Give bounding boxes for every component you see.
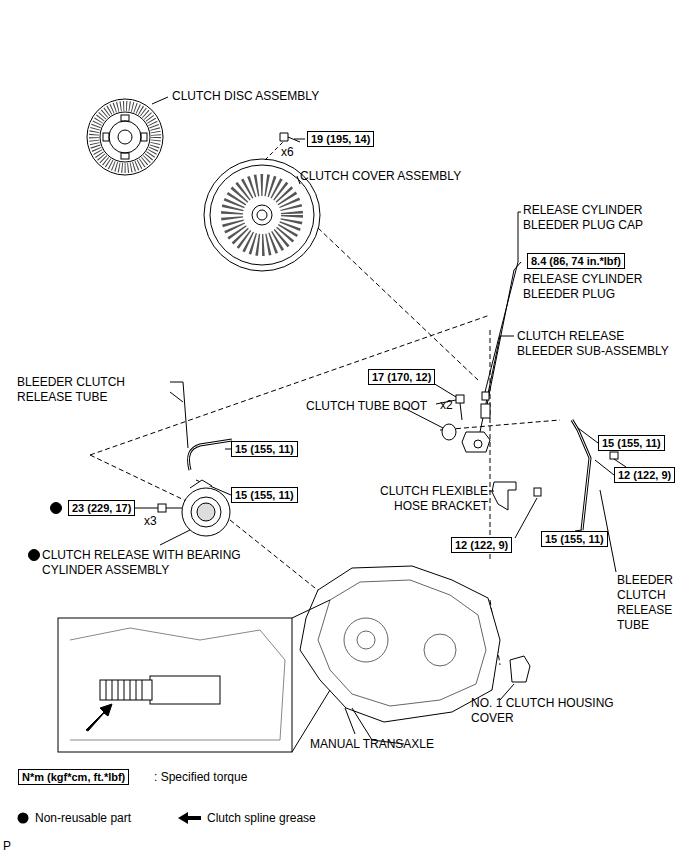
torque-value: 15 (155, 11) (232, 442, 297, 456)
torque-value: 23 (229, 17) (69, 501, 134, 515)
torque-box: 15 (155, 11) (231, 441, 298, 457)
torque-box: 8.4 (86, 74 in.*lbf) (527, 253, 625, 269)
quantity-label: P (3, 839, 11, 854)
torque-box: 17 (170, 12) (368, 369, 435, 385)
part-name: CLUTCH DISC ASSEMBLY (172, 89, 319, 104)
quantity-label: x3 (144, 514, 157, 529)
part-name: CLUTCH TUBE BOOT (306, 399, 427, 414)
quantity-label: x6 (281, 145, 294, 160)
part-name: CLUTCH RELEASE WITH BEARING CYLINDER ASS… (42, 548, 247, 578)
torque-value: 15 (155, 11) (232, 488, 297, 502)
torque-value: 15 (155, 11) (599, 436, 664, 450)
torque-box: 12 (122, 9) (614, 467, 675, 483)
torque-box: 19 (195, 14) (307, 131, 374, 147)
torque-value: 15 (155, 11) (542, 532, 607, 546)
quantity-label: x2 (440, 398, 453, 413)
torque-box: 15 (155, 11) (598, 435, 665, 451)
torque-value: N*m (kgf*cm, ft.*lbf) (19, 770, 128, 784)
legend-text: Non-reusable part (35, 811, 131, 826)
torque-box: 15 (155, 11) (231, 487, 298, 503)
part-name: CLUTCH COVER ASSEMBLY (300, 169, 461, 184)
part-name: CLUTCH RELEASE BLEEDER SUB-ASSEMBLY (517, 329, 682, 359)
part-name: CLUTCH FLEXIBLE HOSE BRACKET (376, 484, 488, 514)
part-name: RELEASE CYLINDER BLEEDER PLUG CAP (523, 203, 648, 233)
legend-text: Clutch spline grease (207, 811, 316, 826)
part-name: RELEASE CYLINDER BLEEDER PLUG (523, 272, 648, 302)
non-reusable-symbol (18, 813, 29, 824)
part-name: NO. 1 CLUTCH HOUSING COVER (471, 696, 621, 726)
torque-value: 8.4 (86, 74 in.*lbf) (528, 254, 624, 268)
torque-value: 12 (122, 9) (615, 468, 674, 482)
torque-value: 17 (170, 12) (369, 370, 434, 384)
legend-text: : Specified torque (154, 770, 247, 785)
torque-value: 12 (122, 9) (452, 538, 511, 552)
torque-box: 23 (229, 17) (68, 500, 135, 516)
torque-box: 15 (155, 11) (541, 531, 608, 547)
grease-arrow-symbol (178, 812, 201, 824)
torque-value: 19 (195, 14) (308, 132, 373, 146)
torque-box: 12 (122, 9) (451, 537, 512, 553)
part-name: BLEEDER CLUTCH RELEASE TUBE (17, 375, 129, 405)
part-name: BLEEDER CLUTCH RELEASE TUBE (617, 573, 679, 633)
part-name: MANUAL TRANSAXLE (310, 737, 434, 752)
unit-key-box: N*m (kgf*cm, ft.*lbf) (18, 769, 129, 785)
